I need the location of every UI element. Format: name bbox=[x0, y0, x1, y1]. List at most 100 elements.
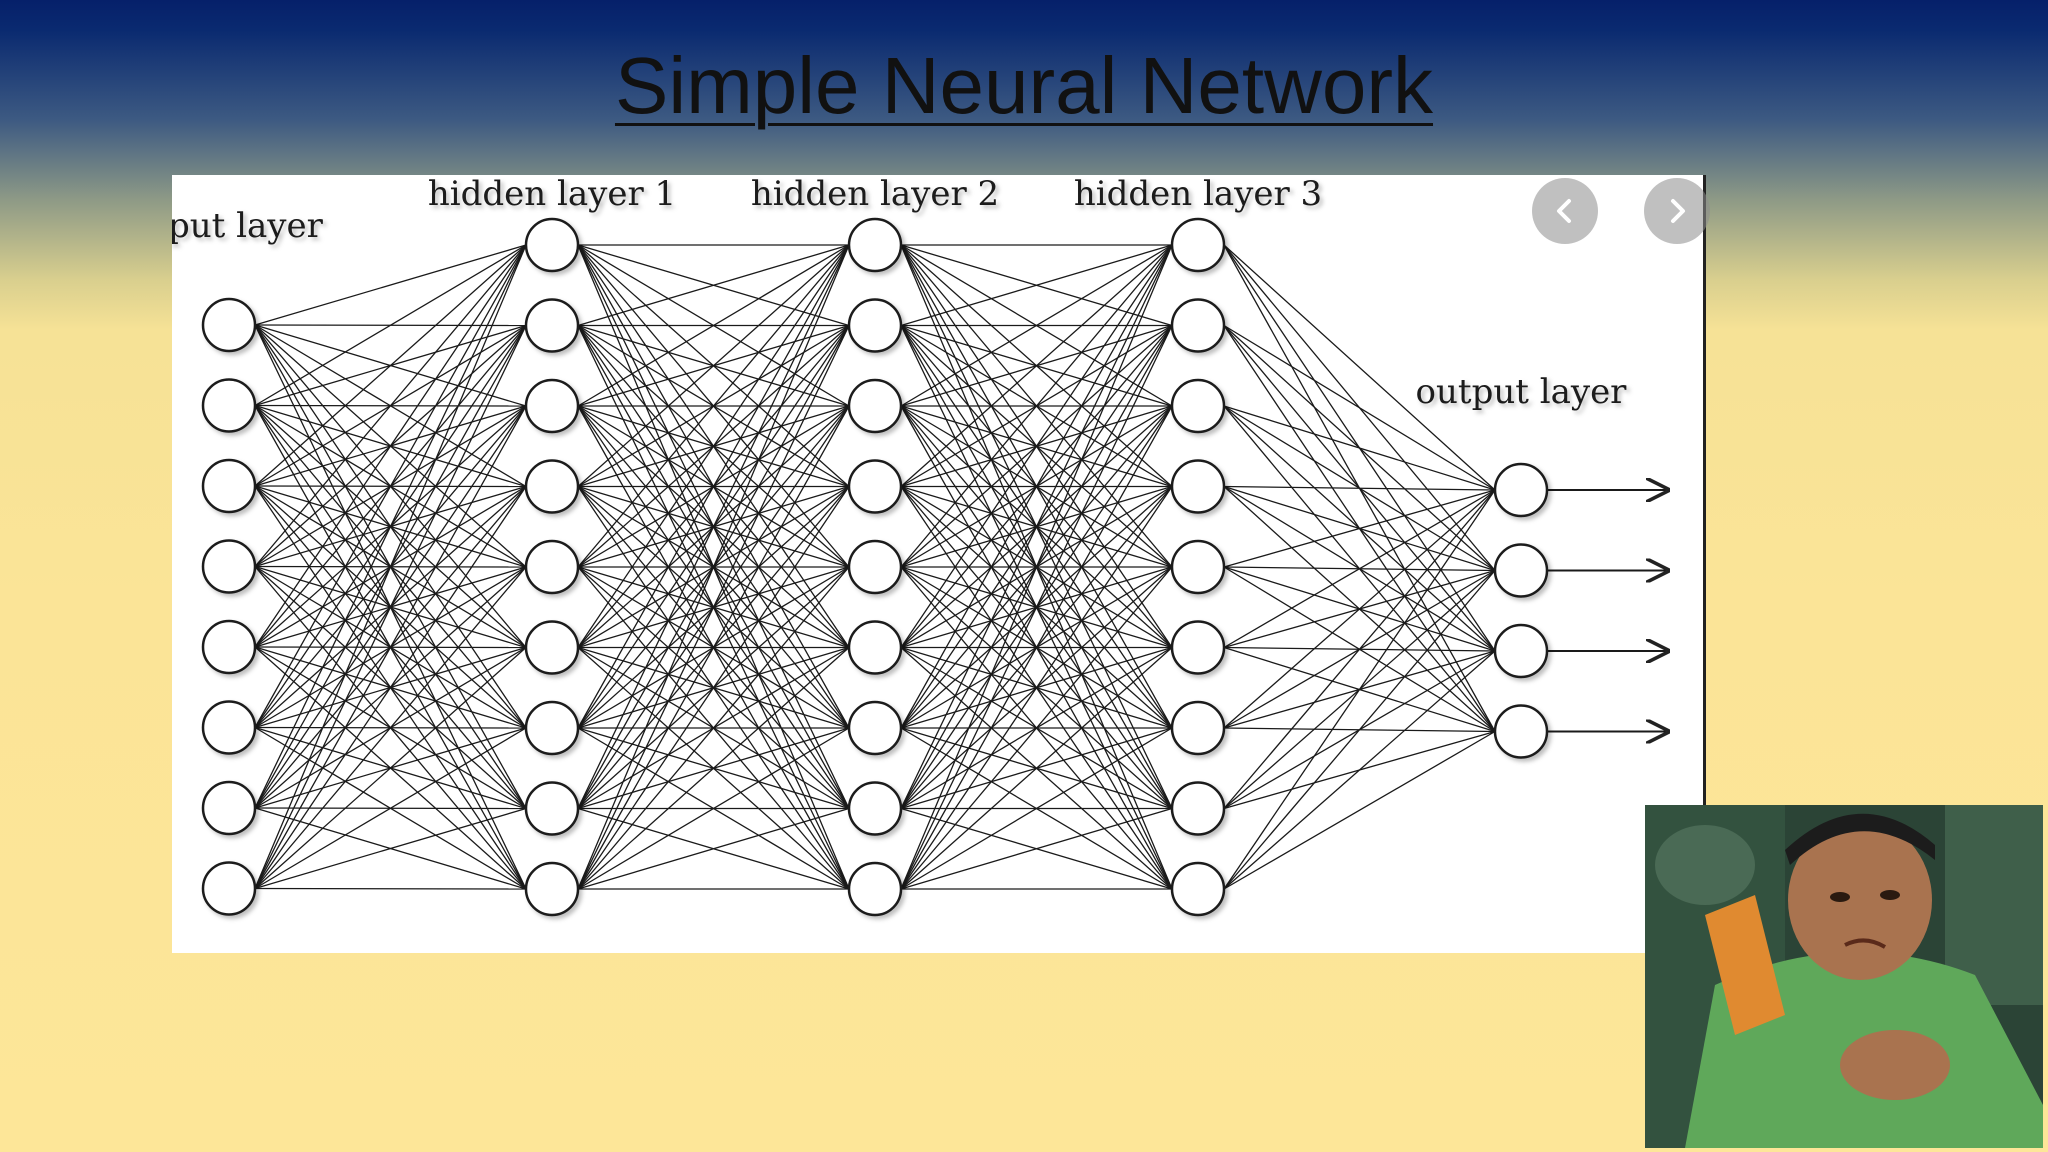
connection-edge bbox=[577, 244, 850, 648]
output-neuron bbox=[1493, 543, 1549, 598]
connection-edge bbox=[1223, 489, 1496, 729]
chevron-right-icon bbox=[1671, 199, 1685, 223]
connection-edge bbox=[900, 244, 1173, 487]
hidden-neuron bbox=[524, 861, 580, 917]
hidden-neuron bbox=[847, 217, 903, 273]
connection-edge bbox=[1223, 324, 1496, 491]
connection-edge bbox=[577, 244, 850, 487]
output-neuron bbox=[1493, 704, 1549, 759]
layer-label: output layer bbox=[1416, 372, 1628, 412]
hidden-neuron bbox=[524, 459, 580, 514]
connection-edge bbox=[577, 486, 850, 890]
connection-edge bbox=[1223, 489, 1496, 809]
input-neuron bbox=[201, 619, 257, 675]
hidden-neuron bbox=[1170, 620, 1226, 675]
connection-edge bbox=[1223, 730, 1496, 890]
connection-edge bbox=[254, 244, 527, 889]
hidden-neuron bbox=[1170, 459, 1226, 514]
connection-edge bbox=[900, 244, 1173, 568]
hidden-neuron bbox=[524, 539, 580, 595]
connection-edge bbox=[1223, 405, 1496, 491]
connection-edge bbox=[254, 244, 527, 567]
hidden-neuron bbox=[524, 217, 580, 273]
hidden-neuron bbox=[524, 781, 580, 836]
connection-edge bbox=[577, 244, 850, 568]
input-neuron bbox=[201, 297, 257, 353]
connection-edge bbox=[900, 244, 1173, 327]
hidden-neuron bbox=[1170, 378, 1226, 434]
connection-edge bbox=[254, 887, 527, 890]
connection-edge bbox=[254, 405, 527, 889]
connection-edge bbox=[254, 244, 527, 648]
connection-edge bbox=[1223, 489, 1496, 649]
connection-edge bbox=[1223, 570, 1496, 890]
input-neuron bbox=[201, 861, 257, 916]
connection-edge bbox=[254, 244, 527, 728]
hidden-neuron bbox=[524, 620, 580, 675]
connection-edge bbox=[254, 244, 527, 326]
input-neuron bbox=[201, 539, 257, 594]
hidden-neuron bbox=[847, 620, 903, 675]
connection-edge bbox=[900, 244, 1173, 407]
connection-edge bbox=[254, 566, 527, 889]
connection-edge bbox=[1223, 650, 1496, 890]
connection-edge bbox=[577, 566, 850, 890]
connection-edge bbox=[1223, 489, 1496, 568]
connection-edge bbox=[254, 647, 527, 889]
connection-edge bbox=[254, 727, 527, 890]
webcam-image bbox=[1645, 805, 2043, 1148]
slide-title: Simple Neural Network bbox=[614, 41, 1434, 130]
connection-edge bbox=[900, 486, 1173, 890]
hidden-neuron bbox=[847, 378, 903, 434]
output-neuron bbox=[1493, 623, 1549, 679]
input-neuron bbox=[201, 700, 257, 755]
connection-edge bbox=[1223, 244, 1496, 491]
connection-edge bbox=[900, 244, 1173, 809]
input-neuron bbox=[201, 378, 257, 433]
input-neuron bbox=[201, 458, 257, 514]
output-neuron bbox=[1493, 462, 1549, 518]
hidden-neuron bbox=[1170, 781, 1226, 836]
hidden-neuron bbox=[1170, 700, 1226, 756]
connection-edge bbox=[577, 325, 850, 890]
layer-label: hidden layer 1 bbox=[428, 175, 676, 214]
connection-edge bbox=[900, 325, 1173, 890]
layer-label: put layer bbox=[172, 206, 324, 246]
connection-edge bbox=[577, 405, 850, 890]
layer-label: hidden layer 3 bbox=[1074, 175, 1322, 214]
hidden-neuron bbox=[847, 298, 903, 353]
chevron-left-icon bbox=[1557, 199, 1571, 223]
connection-edge bbox=[900, 647, 1173, 890]
next-button[interactable] bbox=[1644, 178, 1710, 244]
connection-edge bbox=[900, 566, 1173, 890]
hidden-neuron bbox=[524, 378, 580, 434]
connection-edge bbox=[254, 486, 527, 889]
input-neuron bbox=[201, 780, 257, 836]
connection-edge bbox=[900, 244, 1173, 890]
hidden-neuron bbox=[847, 700, 903, 756]
connection-edge bbox=[577, 244, 850, 407]
hidden-neuron bbox=[847, 539, 903, 595]
hidden-neuron bbox=[1170, 217, 1226, 273]
connection-edge bbox=[577, 727, 850, 890]
neural-network-diagram: put layer hidden layer 1 hidden layer 2 hid… bbox=[172, 175, 1706, 953]
hidden-neuron bbox=[524, 700, 580, 756]
connection-edge bbox=[900, 727, 1173, 890]
connection-edge bbox=[254, 807, 527, 890]
layer-label: hidden layer 2 bbox=[751, 175, 999, 214]
previous-button[interactable] bbox=[1532, 178, 1598, 244]
connection-edge bbox=[1223, 485, 1496, 491]
connection-edge bbox=[577, 647, 850, 890]
hidden-neuron bbox=[1170, 539, 1226, 595]
connection-edge bbox=[1223, 489, 1496, 890]
connection-edge bbox=[900, 244, 1173, 648]
connection-edge bbox=[254, 244, 527, 487]
hidden-neuron bbox=[847, 459, 903, 514]
connection-edge bbox=[900, 405, 1173, 890]
connection-edge bbox=[900, 807, 1173, 890]
hidden-neuron bbox=[847, 781, 903, 836]
hidden-neuron bbox=[847, 861, 903, 917]
connection-edge bbox=[577, 244, 850, 327]
network-svg: put layer hidden layer 1 hidden layer 2 hid… bbox=[172, 175, 1706, 917]
presenter-webcam bbox=[1645, 805, 2043, 1148]
